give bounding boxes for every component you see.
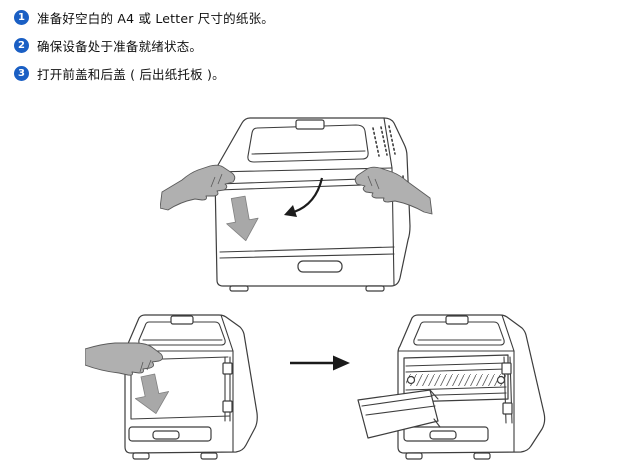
- roller-hatch: [406, 374, 506, 386]
- right-hand: [354, 166, 433, 215]
- figure-open-front-cover: [160, 117, 433, 292]
- step-2-number-badge: 2: [14, 37, 29, 53]
- open-rear-cover-flap: [357, 389, 441, 439]
- down-direction-arrow: [134, 373, 170, 414]
- hand: [85, 342, 164, 376]
- open-rotation-arrow: [284, 177, 324, 217]
- top-vent-dots: [372, 125, 396, 157]
- step-3-text: 打开前盖和后盖 ( 后出纸托板 )。: [37, 66, 225, 82]
- printer-rear-open-view: [397, 314, 546, 460]
- paper-stop-tab: [170, 315, 194, 325]
- instruction-steps: 1 准备好空白的 A4 或 Letter 尺寸的纸张。 2 确保设备处于准备就绪…: [14, 9, 274, 93]
- paper-stop-tab: [445, 315, 469, 325]
- figure-back-cover-opened: [357, 314, 546, 460]
- step-3-number-badge: 3: [14, 65, 29, 81]
- down-direction-arrow: [226, 195, 259, 242]
- step-2: 2 确保设备处于准备就绪状态。: [14, 37, 274, 54]
- step-1-number-badge: 1: [14, 9, 29, 25]
- step-2-text: 确保设备处于准备就绪状态。: [37, 38, 203, 54]
- step-1: 1 准备好空白的 A4 或 Letter 尺寸的纸张。: [14, 9, 274, 26]
- transition-right-arrow-icon: [290, 355, 350, 371]
- printer-front-view: [214, 117, 411, 292]
- paper-stop-tab: [295, 119, 325, 130]
- figure-open-back-cover: [85, 314, 258, 460]
- step-1-text: 准备好空白的 A4 或 Letter 尺寸的纸张。: [37, 10, 274, 26]
- paper-tray-handle: [297, 260, 343, 273]
- left-hand: [160, 164, 236, 211]
- step-3: 3 打开前盖和后盖 ( 后出纸托板 )。: [14, 65, 274, 82]
